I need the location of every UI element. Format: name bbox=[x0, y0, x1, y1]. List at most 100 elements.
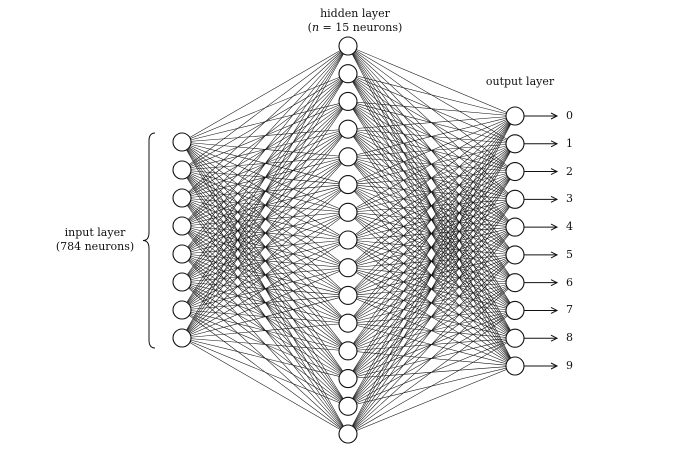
hidden-neuron-0 bbox=[338, 36, 358, 56]
input-neuron-0 bbox=[172, 132, 192, 152]
output-neuron-7 bbox=[505, 300, 525, 320]
hidden-neuron-4 bbox=[338, 147, 358, 167]
output-neuron-4 bbox=[505, 217, 525, 237]
edge-input-3-hidden-0 bbox=[181, 45, 349, 227]
output-neuron-2 bbox=[505, 162, 525, 182]
output-arrow-head-9 bbox=[550, 362, 559, 370]
input-layer-title: input layer (784 neurons) bbox=[40, 226, 150, 254]
edge-hidden-14-output-8 bbox=[347, 337, 516, 435]
hidden-layer-count-text: = 15 neurons) bbox=[319, 21, 403, 34]
hidden-layer-title: hidden layer (n = 15 neurons) bbox=[290, 7, 420, 35]
output-label-2: 2 bbox=[566, 164, 573, 178]
hidden-neuron-8 bbox=[338, 258, 358, 278]
output-arrow-head-1 bbox=[550, 140, 559, 148]
input-neuron-2 bbox=[172, 188, 192, 208]
hidden-neuron-10 bbox=[338, 313, 358, 333]
output-neuron-9 bbox=[505, 356, 525, 376]
output-arrow-head-7 bbox=[550, 306, 559, 314]
output-label-7: 7 bbox=[566, 303, 573, 317]
output-neuron-6 bbox=[505, 273, 525, 293]
edge-hidden-14-output-7 bbox=[347, 310, 516, 435]
hidden-neuron-6 bbox=[338, 202, 358, 222]
output-label-3: 3 bbox=[566, 192, 573, 206]
connections bbox=[181, 45, 516, 435]
edge-hidden-14-output-9 bbox=[347, 365, 516, 435]
input-layer-brace bbox=[142, 132, 156, 349]
input-layer-subtitle: (784 neurons) bbox=[55, 240, 135, 253]
output-layer-title: output layer bbox=[485, 75, 555, 88]
output-arrow-head-8 bbox=[550, 334, 559, 342]
input-neuron-6 bbox=[172, 300, 192, 320]
edge-input-7-hidden-4 bbox=[181, 156, 349, 339]
output-label-6: 6 bbox=[566, 275, 573, 289]
hidden-layer-heading: hidden layer bbox=[320, 7, 390, 20]
edge-input-7-hidden-7 bbox=[181, 239, 349, 339]
edge-hidden-11-output-0 bbox=[347, 115, 516, 352]
edge-hidden-5-output-0 bbox=[347, 115, 516, 185]
output-label-8: 8 bbox=[566, 331, 573, 345]
edge-hidden-12-output-0 bbox=[347, 115, 516, 379]
input-neuron-4 bbox=[172, 244, 192, 264]
input-neuron-7 bbox=[172, 328, 192, 348]
edge-input-7-hidden-5 bbox=[181, 184, 349, 339]
edge-hidden-4-output-0 bbox=[347, 115, 516, 158]
edge-input-7-hidden-0 bbox=[181, 45, 349, 339]
neurons bbox=[172, 36, 525, 444]
edge-input-7-hidden-3 bbox=[181, 128, 349, 339]
edge-hidden-6-output-0 bbox=[347, 115, 516, 213]
edge-hidden-14-output-3 bbox=[347, 199, 516, 435]
output-arrow-head-3 bbox=[550, 195, 559, 203]
hidden-neuron-2 bbox=[338, 91, 358, 111]
hidden-neuron-3 bbox=[338, 119, 358, 139]
edge-hidden-7-output-0 bbox=[347, 115, 516, 241]
edge-hidden-13-output-0 bbox=[347, 115, 516, 407]
edge-input-7-hidden-12 bbox=[181, 337, 349, 379]
edge-hidden-14-output-5 bbox=[347, 254, 516, 435]
output-arrows bbox=[524, 112, 559, 370]
output-label-4: 4 bbox=[566, 220, 573, 234]
input-neuron-3 bbox=[172, 216, 192, 236]
edge-input-5-hidden-0 bbox=[181, 45, 349, 283]
hidden-neuron-7 bbox=[338, 230, 358, 250]
hidden-neuron-13 bbox=[338, 396, 358, 416]
output-neuron-3 bbox=[505, 189, 525, 209]
output-arrow-head-0 bbox=[550, 112, 559, 120]
edge-hidden-8-output-0 bbox=[347, 115, 516, 268]
output-neuron-1 bbox=[505, 134, 525, 154]
edge-input-7-hidden-8 bbox=[181, 267, 349, 339]
edge-input-7-hidden-2 bbox=[181, 101, 349, 339]
output-arrow-head-2 bbox=[550, 168, 559, 176]
input-neuron-1 bbox=[172, 160, 192, 180]
hidden-neuron-9 bbox=[338, 285, 358, 305]
hidden-neuron-14 bbox=[338, 424, 358, 444]
edge-hidden-0-output-0 bbox=[347, 45, 516, 117]
edge-input-7-hidden-14 bbox=[181, 337, 349, 435]
edge-hidden-14-output-1 bbox=[347, 143, 516, 435]
edge-hidden-9-output-0 bbox=[347, 115, 516, 296]
hidden-neuron-11 bbox=[338, 341, 358, 361]
edge-hidden-14-output-4 bbox=[347, 226, 516, 435]
edge-hidden-2-output-0 bbox=[347, 101, 516, 117]
edge-input-2-hidden-0 bbox=[181, 45, 349, 199]
edge-hidden-14-output-0 bbox=[347, 115, 516, 435]
output-neuron-0 bbox=[505, 106, 525, 126]
output-label-1: 1 bbox=[566, 136, 573, 150]
edge-input-6-hidden-0 bbox=[181, 45, 349, 311]
input-layer-heading: input layer bbox=[64, 226, 126, 239]
output-label-9: 9 bbox=[566, 359, 573, 372]
edge-input-7-hidden-13 bbox=[181, 337, 349, 407]
input-neuron-5 bbox=[172, 272, 192, 292]
output-neuron-5 bbox=[505, 245, 525, 265]
edge-hidden-14-output-6 bbox=[347, 282, 516, 435]
hidden-neuron-1 bbox=[338, 64, 358, 84]
edge-hidden-10-output-0 bbox=[347, 115, 516, 324]
edge-input-7-hidden-1 bbox=[181, 73, 349, 339]
output-arrow-head-6 bbox=[550, 279, 559, 287]
edge-hidden-14-output-2 bbox=[347, 171, 516, 435]
hidden-neuron-12 bbox=[338, 369, 358, 389]
output-arrow-head-4 bbox=[550, 223, 559, 231]
edge-input-7-hidden-11 bbox=[181, 337, 349, 352]
edge-input-1-hidden-0 bbox=[181, 45, 349, 171]
hidden-neuron-5 bbox=[338, 175, 358, 195]
